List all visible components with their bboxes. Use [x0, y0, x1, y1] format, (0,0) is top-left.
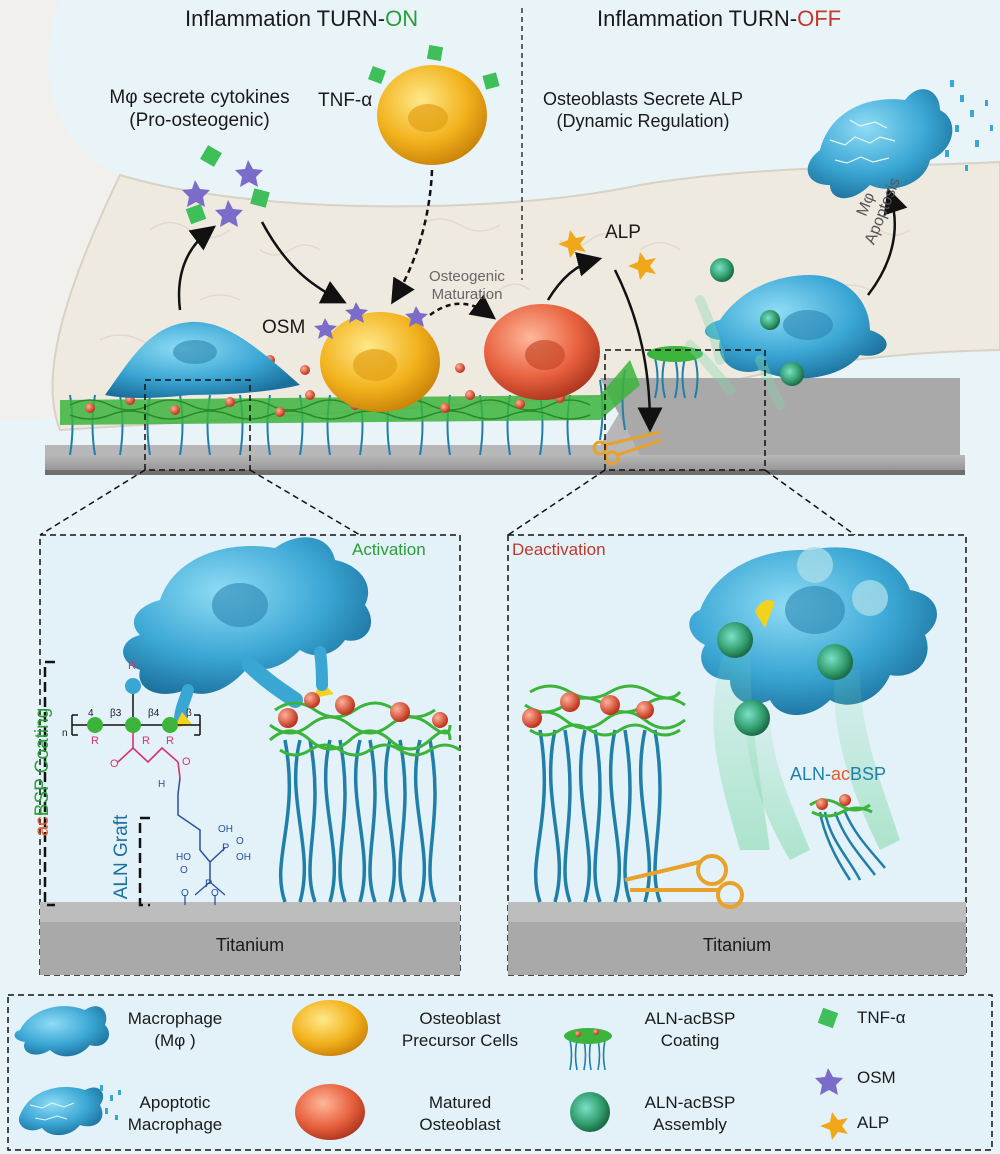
top-right-macrophage	[685, 258, 887, 410]
activation-title: Activation	[352, 540, 426, 559]
legend-assembly-line1: ALN-acBSP	[644, 1093, 736, 1112]
chem-r-left: R	[91, 735, 99, 747]
chem-r-top: R	[128, 660, 136, 672]
legend-assembly-line2: Assembly	[653, 1115, 727, 1134]
chem-oh1: OH	[218, 824, 233, 835]
chem-beta3: β3	[110, 708, 122, 719]
legend-macrophage-line1: Macrophage	[127, 1009, 223, 1028]
top-arrows	[177, 169, 908, 433]
osteoblasts-secrete-line1: Osteoblasts Secrete ALP	[542, 89, 744, 109]
top-osm-stars	[314, 302, 428, 339]
legend-coating: ALN-acBSP Coating	[625, 1008, 755, 1052]
chem-carbonyl-o2: O	[182, 756, 191, 768]
chem-o-bot2: O	[211, 888, 219, 899]
right-macrophage	[689, 547, 937, 860]
chem-structure	[43, 660, 226, 907]
mphi-secrete-label: Mφ secrete cytokines (Pro-osteogenic)	[92, 86, 307, 132]
mphi-secrete-line2: (Pro-osteogenic)	[129, 110, 270, 131]
chem-o-bot1: O	[181, 888, 189, 899]
deactivation-title: Deactivation	[512, 540, 606, 559]
legend-apoptotic-line2: Macrophage	[127, 1115, 223, 1134]
top-tnf-cell	[368, 44, 500, 165]
chem-p1: P	[222, 842, 230, 854]
header-turn-off: Inflammation TURN-OFF	[597, 6, 841, 32]
coating-suffix: BSP Coating	[32, 707, 53, 817]
legend-coating-line1: ALN-acBSP	[644, 1009, 736, 1028]
legend-apoptotic: Apoptotic Macrophage	[110, 1092, 240, 1136]
left-brush	[268, 692, 461, 903]
legend-matured: Matured Osteoblast	[380, 1092, 540, 1136]
tnf-label: TNF-α	[318, 90, 373, 111]
mphi-secrete-line1: Mφ secrete cytokines	[109, 87, 290, 108]
legend-macrophage: Macrophage (Mφ )	[110, 1008, 240, 1052]
top-titanium-slab	[45, 378, 965, 475]
right-aln-acbsp-fragment	[809, 794, 886, 881]
legend-precursor-line2: Precursor Cells	[401, 1031, 519, 1050]
left-macrophage	[123, 537, 372, 728]
chem-ho: HO	[176, 852, 191, 863]
legend-tnf: TNF-α	[857, 1008, 906, 1027]
osteogenic-line1: Osteogenic	[429, 268, 505, 285]
legend-assembly: ALN-acBSP Assembly	[625, 1092, 755, 1136]
right-brush	[522, 684, 744, 909]
legend-matured-line1: Matured	[428, 1093, 492, 1112]
osteogenic-maturation-label: Osteogenic Maturation	[412, 268, 522, 304]
top-scissors	[592, 430, 663, 466]
chem-p2: P	[205, 878, 213, 890]
chem-oh2: OH	[236, 852, 251, 863]
legend-precursor: Osteoblast Precursor Cells	[380, 1008, 540, 1052]
chem-amide-h: H	[158, 779, 166, 790]
chem-n: n	[62, 728, 68, 739]
top-cytokine-cluster	[182, 145, 270, 227]
legend-icons	[14, 1000, 848, 1140]
aln-graft-vertical-label: ALN Graft	[111, 814, 132, 900]
aln-acbsp-prefix: ALN-	[790, 764, 832, 784]
chem-beta4: β4	[148, 708, 160, 719]
turn-off-prefix: Inflammation TURN-	[597, 6, 798, 31]
chem-carbonyl-o1: O	[110, 758, 119, 770]
top-alp-stars	[558, 230, 656, 280]
chem-o-top: O	[236, 836, 244, 847]
coating-prefix: ac	[32, 816, 53, 837]
right-titanium-label: Titanium	[702, 935, 772, 955]
turn-off-word: OFF	[797, 6, 842, 31]
header-turn-on: Inflammation TURN-ON	[185, 6, 418, 32]
osteogenic-line2: Maturation	[431, 286, 503, 303]
alp-label: ALP	[605, 222, 641, 243]
legend-apoptotic-line1: Apoptotic	[139, 1093, 211, 1112]
legend-alp: ALP	[857, 1113, 890, 1132]
osteoblasts-secrete-label: Osteoblasts Secrete ALP (Dynamic Regulat…	[528, 88, 758, 132]
top-apoptotic-macrophage	[807, 80, 993, 199]
coating-vertical-label: acBSP Coating	[32, 702, 54, 842]
osm-label: OSM	[262, 317, 306, 338]
turn-on-word: ON	[385, 6, 419, 31]
zoom-callouts	[39, 349, 856, 536]
legend-coating-line2: Coating	[660, 1031, 720, 1050]
chem-r-mid: R	[142, 735, 150, 747]
legend-macrophage-line2: (Mφ )	[154, 1031, 196, 1050]
legend-precursor-line1: Osteoblast	[419, 1009, 501, 1028]
aln-acbsp-ac: ac	[831, 764, 851, 784]
osteoblasts-secrete-line2: (Dynamic Regulation)	[556, 111, 730, 131]
chem-four: 4	[88, 708, 94, 719]
chem-o-left: O	[180, 865, 188, 876]
left-titanium-label: Titanium	[215, 935, 285, 955]
aln-acbsp-label: ALN-acBSP	[790, 764, 886, 785]
chem-r-right: R	[166, 735, 174, 747]
chem-beta: β	[186, 708, 192, 719]
legend-osm: OSM	[857, 1068, 896, 1087]
aln-acbsp-bsp: BSP	[850, 764, 887, 784]
top-precursor-cell	[320, 312, 440, 412]
top-matured-osteoblast	[484, 304, 600, 400]
legend-matured-line2: Osteoblast	[419, 1115, 501, 1134]
top-macrophage	[105, 321, 300, 399]
turn-on-prefix: Inflammation TURN-	[185, 6, 386, 31]
